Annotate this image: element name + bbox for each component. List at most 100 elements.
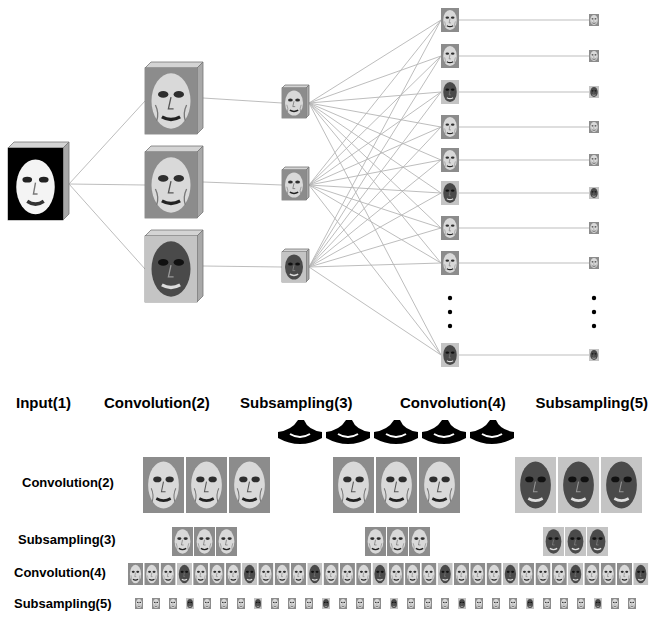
subsample-map	[565, 527, 586, 556]
ellipsis-dot	[448, 324, 452, 328]
subsample-map	[492, 598, 500, 609]
connection-line	[309, 103, 441, 160]
conv-map	[229, 457, 270, 513]
conv-map	[145, 152, 197, 218]
cube-front	[8, 148, 63, 220]
conv-map	[405, 563, 420, 585]
subsample-map	[526, 598, 534, 609]
conv-map	[558, 457, 599, 513]
connection-line	[459, 355, 589, 356]
conv-map	[186, 457, 227, 513]
conv-map	[421, 563, 436, 585]
connection-line	[309, 20, 441, 267]
conv-map	[441, 343, 459, 367]
column-label: Convolution(4)	[400, 394, 506, 411]
cube-front	[145, 236, 197, 302]
connection-line	[459, 193, 589, 194]
conv-map	[242, 563, 257, 585]
subsample-map	[282, 170, 306, 200]
conv-map	[356, 563, 371, 585]
conv-map	[145, 236, 197, 302]
subsample-map	[203, 598, 211, 609]
subsample-map	[305, 598, 313, 609]
conv-map	[373, 563, 388, 585]
cube-front	[145, 68, 197, 134]
cube-top	[8, 142, 69, 148]
conv-map	[487, 563, 502, 585]
conv-map	[515, 457, 556, 513]
conv-map	[617, 563, 632, 585]
conv-map	[161, 563, 176, 585]
subsample-map	[589, 14, 599, 26]
connection-line	[309, 185, 441, 355]
subsample-map	[509, 598, 517, 609]
conv-map	[441, 216, 459, 240]
conv-map	[441, 44, 459, 68]
subsample-map	[365, 527, 386, 556]
subsample-map	[356, 598, 364, 609]
conv-map	[307, 563, 322, 585]
subsample-map	[387, 527, 408, 556]
conv-map	[143, 457, 184, 513]
conv-map	[324, 563, 339, 585]
subsample-map	[543, 527, 564, 556]
row-label: Subsampling(5)	[14, 597, 112, 612]
connection-line	[309, 56, 441, 185]
subsample-map	[135, 598, 143, 609]
conv-map	[441, 8, 459, 32]
input-patch	[422, 420, 466, 446]
conv-map	[503, 563, 518, 585]
connection-line	[203, 182, 282, 185]
column-label: Convolution(2)	[104, 394, 210, 411]
cube-side	[306, 249, 309, 282]
ellipsis-dot	[592, 310, 596, 314]
conv-map	[128, 563, 143, 585]
cube-side	[197, 230, 203, 302]
connection-line	[309, 56, 441, 267]
row-label: Subsampling(3)	[18, 533, 116, 548]
cube-top	[282, 85, 309, 88]
cube-top	[282, 167, 309, 170]
connection-line	[459, 263, 589, 264]
subsample-map	[322, 598, 330, 609]
connection-line	[309, 263, 441, 267]
conv-map	[144, 563, 159, 585]
subsample-map	[424, 598, 432, 609]
conv-map	[258, 563, 273, 585]
connection-line	[69, 184, 145, 185]
subsample-map	[409, 527, 430, 556]
subsample-map	[390, 598, 398, 609]
subsample-map	[407, 598, 415, 609]
connection-line	[309, 92, 441, 103]
subsample-map	[441, 598, 449, 609]
connection-line	[459, 228, 589, 229]
conv-map	[389, 563, 404, 585]
conv-map	[275, 563, 290, 585]
subsample-map	[589, 257, 599, 269]
subsample-map	[220, 598, 228, 609]
conv-map	[145, 68, 197, 134]
connection-line	[309, 185, 441, 228]
connection-line	[69, 184, 145, 269]
subsample-map	[282, 252, 306, 282]
conv-map	[519, 563, 534, 585]
subsample-map	[577, 598, 585, 609]
cube-side	[306, 167, 309, 200]
conv-map	[438, 563, 453, 585]
connection-line	[459, 56, 589, 57]
cube-side	[306, 85, 309, 118]
connection-line	[459, 92, 589, 93]
conv-map	[633, 563, 648, 585]
connection-line	[69, 101, 145, 184]
input-patch	[278, 420, 322, 446]
subsample-map	[288, 598, 296, 609]
subsample-map	[560, 598, 568, 609]
feature-maps	[8, 8, 648, 609]
conv-map	[210, 563, 225, 585]
conv-map	[536, 563, 551, 585]
connection-line	[309, 92, 441, 267]
connection-line	[309, 20, 441, 103]
conv-map	[333, 457, 374, 513]
subsample-map	[611, 598, 619, 609]
conv-map	[441, 80, 459, 104]
